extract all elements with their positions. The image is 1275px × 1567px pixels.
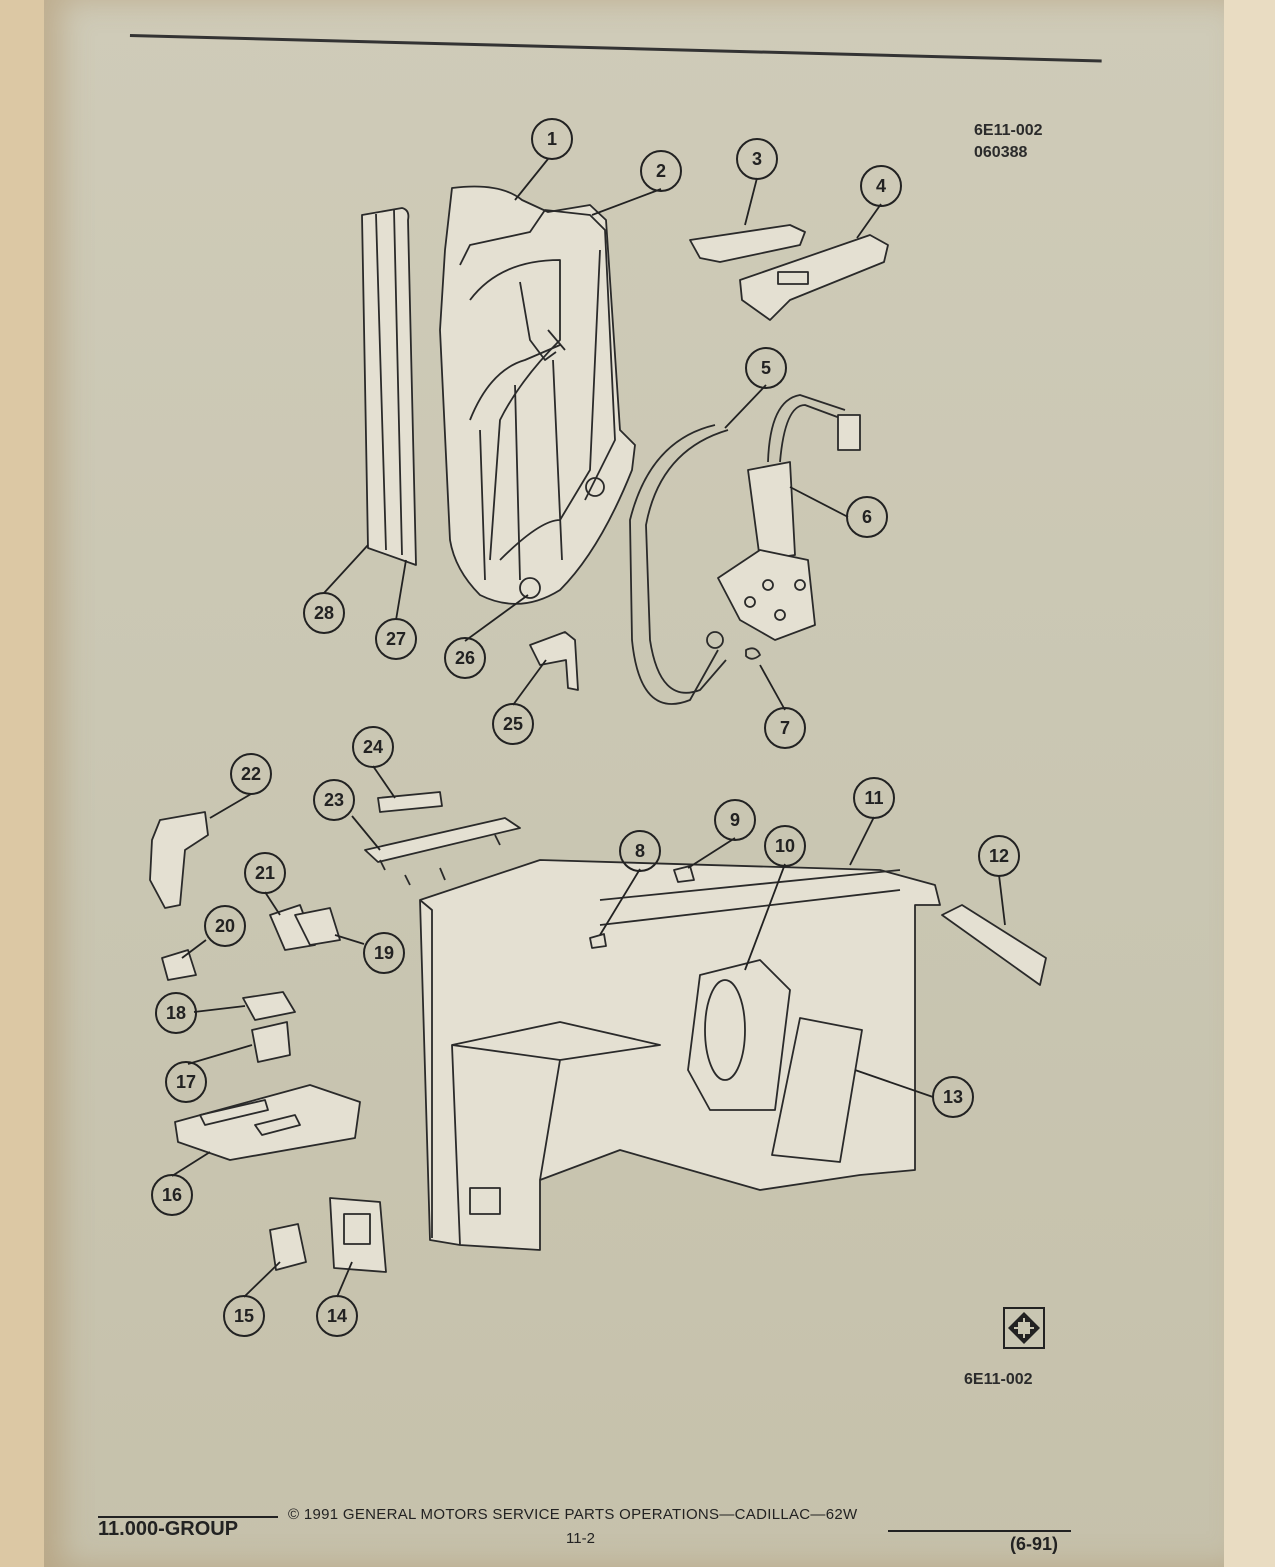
svg-text:9: 9 [730, 810, 740, 830]
leader-lines [171, 158, 1006, 1298]
part-20-clip [161, 949, 197, 981]
part-24-pad [377, 791, 443, 813]
part-3-bracket [689, 224, 806, 263]
svg-text:13: 13 [943, 1087, 963, 1107]
callout-13: 13 [932, 1076, 974, 1118]
svg-text:3: 3 [752, 149, 762, 169]
callout-4: 4 [860, 165, 902, 207]
svg-text:16: 16 [162, 1185, 182, 1205]
callout-26: 26 [444, 637, 486, 679]
svg-text:27: 27 [386, 629, 406, 649]
svg-text:15: 15 [234, 1306, 254, 1326]
callout-20: 20 [204, 905, 246, 947]
svg-text:23: 23 [324, 790, 344, 810]
callout-27: 27 [375, 618, 417, 660]
svg-text:19: 19 [374, 943, 394, 963]
svg-text:5: 5 [761, 358, 771, 378]
footer-rule-left [98, 1516, 278, 1518]
part-10-speaker-bracket [687, 959, 791, 1111]
svg-text:20: 20 [215, 916, 235, 936]
callout-8: 8 [619, 830, 661, 872]
callout-15: 15 [223, 1295, 265, 1337]
page-edge [1224, 0, 1275, 1567]
svg-text:24: 24 [363, 737, 383, 757]
callout-12: 12 [978, 835, 1020, 877]
svg-text:21: 21 [255, 863, 275, 883]
callout-16: 16 [151, 1174, 193, 1216]
callout-10: 10 [764, 825, 806, 867]
footer-rule-right [888, 1530, 1071, 1532]
part-28-trim-molding [361, 207, 417, 566]
page-number: 11-2 [566, 1530, 595, 1547]
gm-parts-diamond-icon [1003, 1307, 1045, 1349]
svg-text:6: 6 [862, 507, 872, 527]
part-4-bracket [739, 234, 889, 321]
callout-19: 19 [363, 932, 405, 974]
part-22-cover [149, 811, 209, 909]
part-13-speaker-grille [771, 1017, 863, 1163]
callout-25: 25 [492, 703, 534, 745]
part-14-lighter-socket [329, 1197, 387, 1273]
part-11-quarter-trim-panel [419, 859, 941, 1251]
part-19-bezel [294, 907, 341, 946]
part-15-cap [269, 1223, 307, 1271]
svg-text:2: 2 [656, 161, 666, 181]
figure-date-code: 060388 [974, 144, 1028, 161]
svg-text:18: 18 [166, 1003, 186, 1023]
callout-17: 17 [165, 1061, 207, 1103]
svg-text:4: 4 [876, 176, 886, 196]
svg-text:8: 8 [635, 841, 645, 861]
callout-23: 23 [313, 779, 355, 821]
svg-text:10: 10 [775, 836, 795, 856]
callout-9: 9 [714, 799, 756, 841]
paper-sheet [44, 0, 1224, 1567]
callout-18: 18 [155, 992, 197, 1034]
part-12-molding [941, 904, 1047, 986]
callout-24: 24 [352, 726, 394, 768]
svg-text:14: 14 [327, 1306, 347, 1326]
part-6-motor [747, 461, 796, 561]
figure-code-bottom: 6E11-002 [964, 1371, 1033, 1388]
part-5-cable [629, 424, 719, 705]
svg-text:17: 17 [176, 1072, 196, 1092]
svg-text:26: 26 [455, 648, 475, 668]
part-8-screw [589, 933, 607, 949]
callout-21: 21 [244, 852, 286, 894]
callout-6: 6 [846, 496, 888, 538]
callout-1: 1 [531, 118, 573, 160]
callout-28: 28 [303, 592, 345, 634]
callout-7: 7 [764, 707, 806, 749]
callout-2: 2 [640, 150, 682, 192]
callout-11: 11 [853, 777, 895, 819]
svg-text:28: 28 [314, 603, 334, 623]
part-18-bezel [242, 991, 296, 1021]
svg-text:1: 1 [547, 129, 557, 149]
svg-text:25: 25 [503, 714, 523, 734]
svg-text:22: 22 [241, 764, 261, 784]
svg-text:12: 12 [989, 846, 1009, 866]
svg-text:11: 11 [864, 788, 883, 808]
svg-text:7: 7 [780, 718, 790, 738]
figure-code-top: 6E11-002 [974, 122, 1043, 139]
part-17-switch [251, 1021, 291, 1063]
revision-date: (6-91) [1010, 1534, 1059, 1554]
part-23-track [364, 817, 521, 863]
callout-3: 3 [736, 138, 778, 180]
part-9-clip [673, 865, 695, 883]
callout-22: 22 [230, 753, 272, 795]
part-7-clip [745, 647, 761, 660]
copyright-line: © 1991 GENERAL MOTORS SERVICE PARTS OPER… [288, 1506, 858, 1523]
group-label: 11.000-GROUP [98, 1518, 239, 1540]
callout-5: 5 [745, 347, 787, 389]
callout-14: 14 [316, 1295, 358, 1337]
part-25-bracket [529, 631, 579, 691]
